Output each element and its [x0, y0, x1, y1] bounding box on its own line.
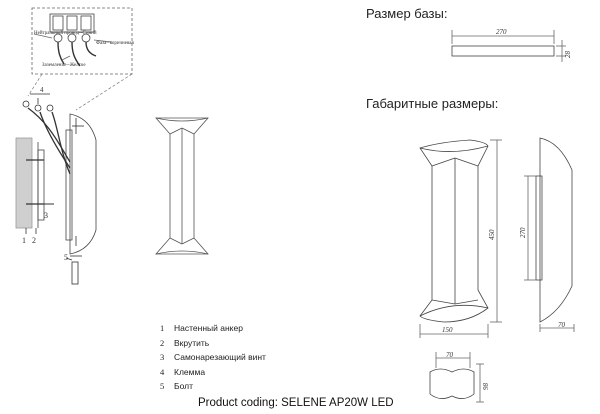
height-dimension: 450	[488, 229, 496, 240]
depth-dimension: 70	[558, 321, 566, 329]
base-size-drawing: 270 28	[451, 28, 572, 62]
callout-5: 5	[64, 253, 68, 262]
mount-length-dimension: 270	[519, 227, 527, 238]
legend-number: 5	[160, 381, 165, 391]
legend-number: 3	[160, 352, 165, 362]
legend-item: 1 Настенный анкер	[160, 323, 243, 333]
legend-item: 5 Болт	[160, 381, 193, 391]
legend-number: 2	[160, 338, 165, 348]
product-coding: Product coding: SELENE AP20W LED	[198, 397, 394, 409]
legend-label: Болт	[174, 381, 193, 391]
legend-number: 1	[160, 323, 165, 333]
callout-1: 1	[22, 236, 26, 245]
callout-3: 3	[44, 211, 48, 220]
top-depth-dimension: 98	[482, 383, 490, 391]
phase-wire-label: Фаза--коричневая	[96, 41, 134, 46]
legend-item: 4 Клемма	[160, 367, 205, 377]
legend-label: Вкрутить	[174, 338, 210, 348]
wiring-detail: Нейтральный провод--Синий Фаза--коричнев…	[27, 7, 134, 111]
ground-wire-label: Заземление--Желтое	[42, 63, 86, 68]
legend-label: Самонарезающий винт	[174, 352, 266, 362]
legend-item: 3 Самонарезающий винт	[160, 352, 266, 362]
base-size-title: Размер базы:	[366, 6, 448, 21]
overall-size-title: Габаритные размеры:	[366, 96, 499, 111]
legend-item: 2 Вкрутить	[160, 338, 209, 348]
front-view-overall: 450 150	[419, 139, 502, 338]
base-height-dimension: 28	[564, 51, 572, 59]
base-length-dimension: 270	[496, 28, 507, 36]
top-view: 70 98	[429, 351, 490, 403]
legend-number: 4	[160, 367, 165, 377]
top-width-dimension: 70	[446, 351, 454, 359]
callout-2: 2	[32, 236, 36, 245]
front-view-middle	[155, 117, 209, 255]
legend-label: Клемма	[174, 367, 206, 377]
installation-view: 4 3 5 1 2	[15, 86, 97, 285]
side-view-overall: 270 70	[519, 137, 575, 332]
wall	[15, 137, 33, 229]
neutral-wire-label: Нейтральный провод--Синий	[34, 31, 97, 36]
width-dimension: 150	[442, 326, 453, 334]
callout-4: 4	[40, 86, 44, 94]
legend-label: Настенный анкер	[174, 323, 243, 333]
